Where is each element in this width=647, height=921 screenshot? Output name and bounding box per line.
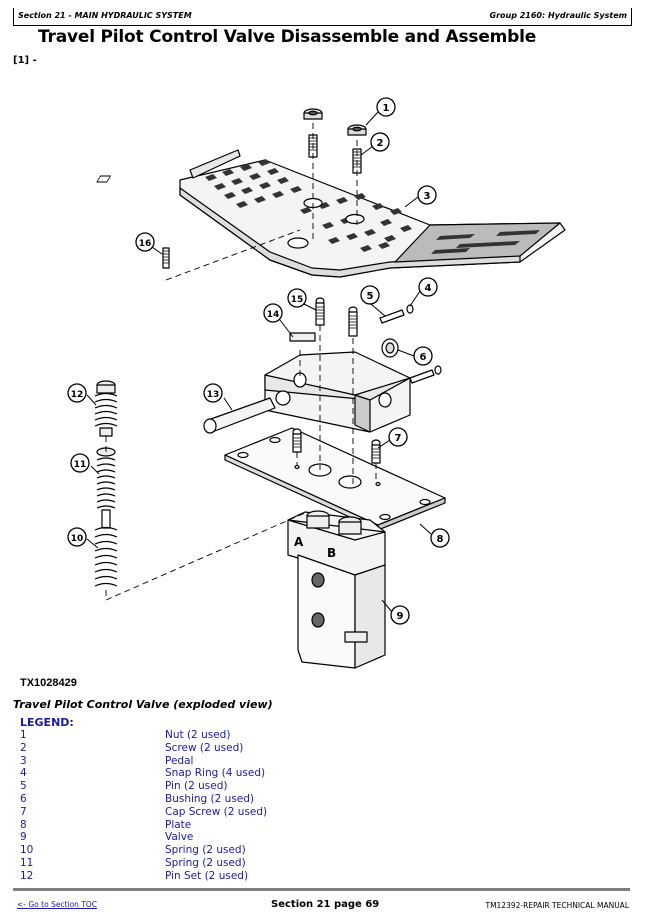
pedal-part	[96, 149, 566, 278]
callout-14: 14	[267, 310, 280, 320]
set-screw-16	[162, 247, 170, 269]
legend-desc: Valve	[165, 831, 194, 844]
legend-desc: Screw (2 used)	[165, 741, 244, 754]
callout-6: 6	[420, 352, 427, 363]
bushing-6	[381, 338, 399, 358]
footer-rule	[13, 888, 630, 891]
legend-item: 6 Bushing (2 used)	[20, 793, 420, 806]
legend-desc: Pin Set (2 used)	[165, 869, 249, 882]
step-label: [1] -	[13, 55, 37, 66]
callout-2: 2	[377, 138, 384, 149]
callout-13: 13	[207, 390, 220, 400]
legend-num: 10	[20, 844, 34, 857]
legend-desc: Bushing (2 used)	[165, 792, 255, 805]
nut-left	[303, 108, 323, 120]
callout-8: 8	[437, 534, 444, 545]
callout-1: 1	[383, 103, 390, 114]
legend-item: 12 Pin Set (2 used)	[20, 870, 420, 883]
legend-item: 3 Pedal	[20, 755, 420, 768]
legend-desc: Cap Screw (2 used)	[165, 805, 268, 818]
legend-num: 1	[20, 729, 27, 741]
legend-desc: Nut (2 used)	[165, 729, 231, 741]
pin-13	[203, 390, 291, 434]
legend-desc: Spring (2 used)	[165, 856, 246, 869]
legend-item: 10 Spring (2 used)	[20, 844, 420, 857]
cap-screw-15	[315, 297, 325, 326]
callout-12: 12	[71, 390, 84, 400]
legend-item: 5 Pin (2 used)	[20, 780, 420, 793]
callout-5: 5	[367, 291, 374, 302]
legend-num: 4	[20, 767, 27, 780]
legend-num: 9	[20, 831, 27, 844]
callout-7: 7	[395, 433, 402, 444]
port-label-a: A	[294, 535, 304, 549]
cap-screw-7a	[292, 428, 302, 453]
figure-id: TX1028429	[20, 677, 77, 689]
group-label: Group 2160: Hydraulic System	[489, 11, 627, 20]
spring-11	[96, 447, 116, 529]
legend-title: LEGEND:	[20, 716, 74, 729]
legend-list: 1 Nut (2 used) 2 Screw (2 used) 3 Pedal 4 Sn…	[20, 729, 420, 883]
legend-num: 6	[20, 792, 27, 805]
legend-num: 12	[20, 869, 34, 882]
legend-num: 11	[20, 856, 34, 869]
exploded-view-diagram: A B 1 2	[67, 97, 566, 669]
callout-11: 11	[74, 460, 87, 470]
legend-item: 11 Spring (2 used)	[20, 857, 420, 870]
cap-screw-bracket	[348, 306, 358, 337]
spring-10	[94, 526, 118, 587]
legend-item: 4 Snap Ring (4 used)	[20, 767, 420, 780]
port-label-b: B	[327, 546, 336, 560]
legend-item: 2 Screw (2 used)	[20, 742, 420, 755]
pin-lower	[409, 365, 442, 384]
pin-set-12	[94, 380, 118, 437]
page-title: Travel Pilot Control Valve Disassemble a…	[38, 27, 537, 47]
legend-desc: Pedal	[165, 754, 194, 767]
legend-item: 8 Plate	[20, 819, 420, 832]
page-header: Section 21 - MAIN HYDRAULIC SYSTEM Group…	[13, 8, 632, 26]
valve-9	[287, 510, 386, 669]
legend-desc: Snap Ring (4 used)	[165, 767, 266, 780]
cap-screw-7b	[371, 439, 381, 464]
legend-num: 5	[20, 780, 27, 793]
callout-15: 15	[291, 295, 304, 305]
callout-3: 3	[424, 191, 431, 202]
go-to-section-toc-link[interactable]: <- Go to Section TOC	[17, 900, 98, 909]
figure-caption: Travel Pilot Control Valve (exploded vie…	[13, 698, 273, 711]
legend-item: 7 Cap Screw (2 used)	[20, 806, 420, 819]
page-number: Section 21 page 69	[271, 899, 380, 910]
legend-desc: Spring (2 used)	[165, 844, 246, 857]
legend-num: 2	[20, 741, 27, 754]
legend-num: 8	[20, 818, 27, 831]
callout-4: 4	[425, 283, 432, 294]
pin-5	[379, 304, 414, 324]
legend-item: 1 Nut (2 used)	[20, 729, 420, 742]
callout-10: 10	[71, 534, 84, 544]
legend-num: 3	[20, 754, 27, 767]
nut-right	[347, 124, 367, 136]
manual-name: TM12392-REPAIR TECHNICAL MANUAL	[485, 901, 629, 910]
legend-num: 7	[20, 805, 27, 818]
callout-16: 16	[139, 239, 152, 249]
callout-9: 9	[397, 611, 404, 622]
plate-8	[224, 427, 446, 531]
legend-desc: Plate	[165, 818, 192, 831]
legend-desc: Pin (2 used)	[165, 780, 228, 793]
legend-item: 9 Valve	[20, 831, 420, 844]
section-label: Section 21 - MAIN HYDRAULIC SYSTEM	[18, 11, 192, 20]
